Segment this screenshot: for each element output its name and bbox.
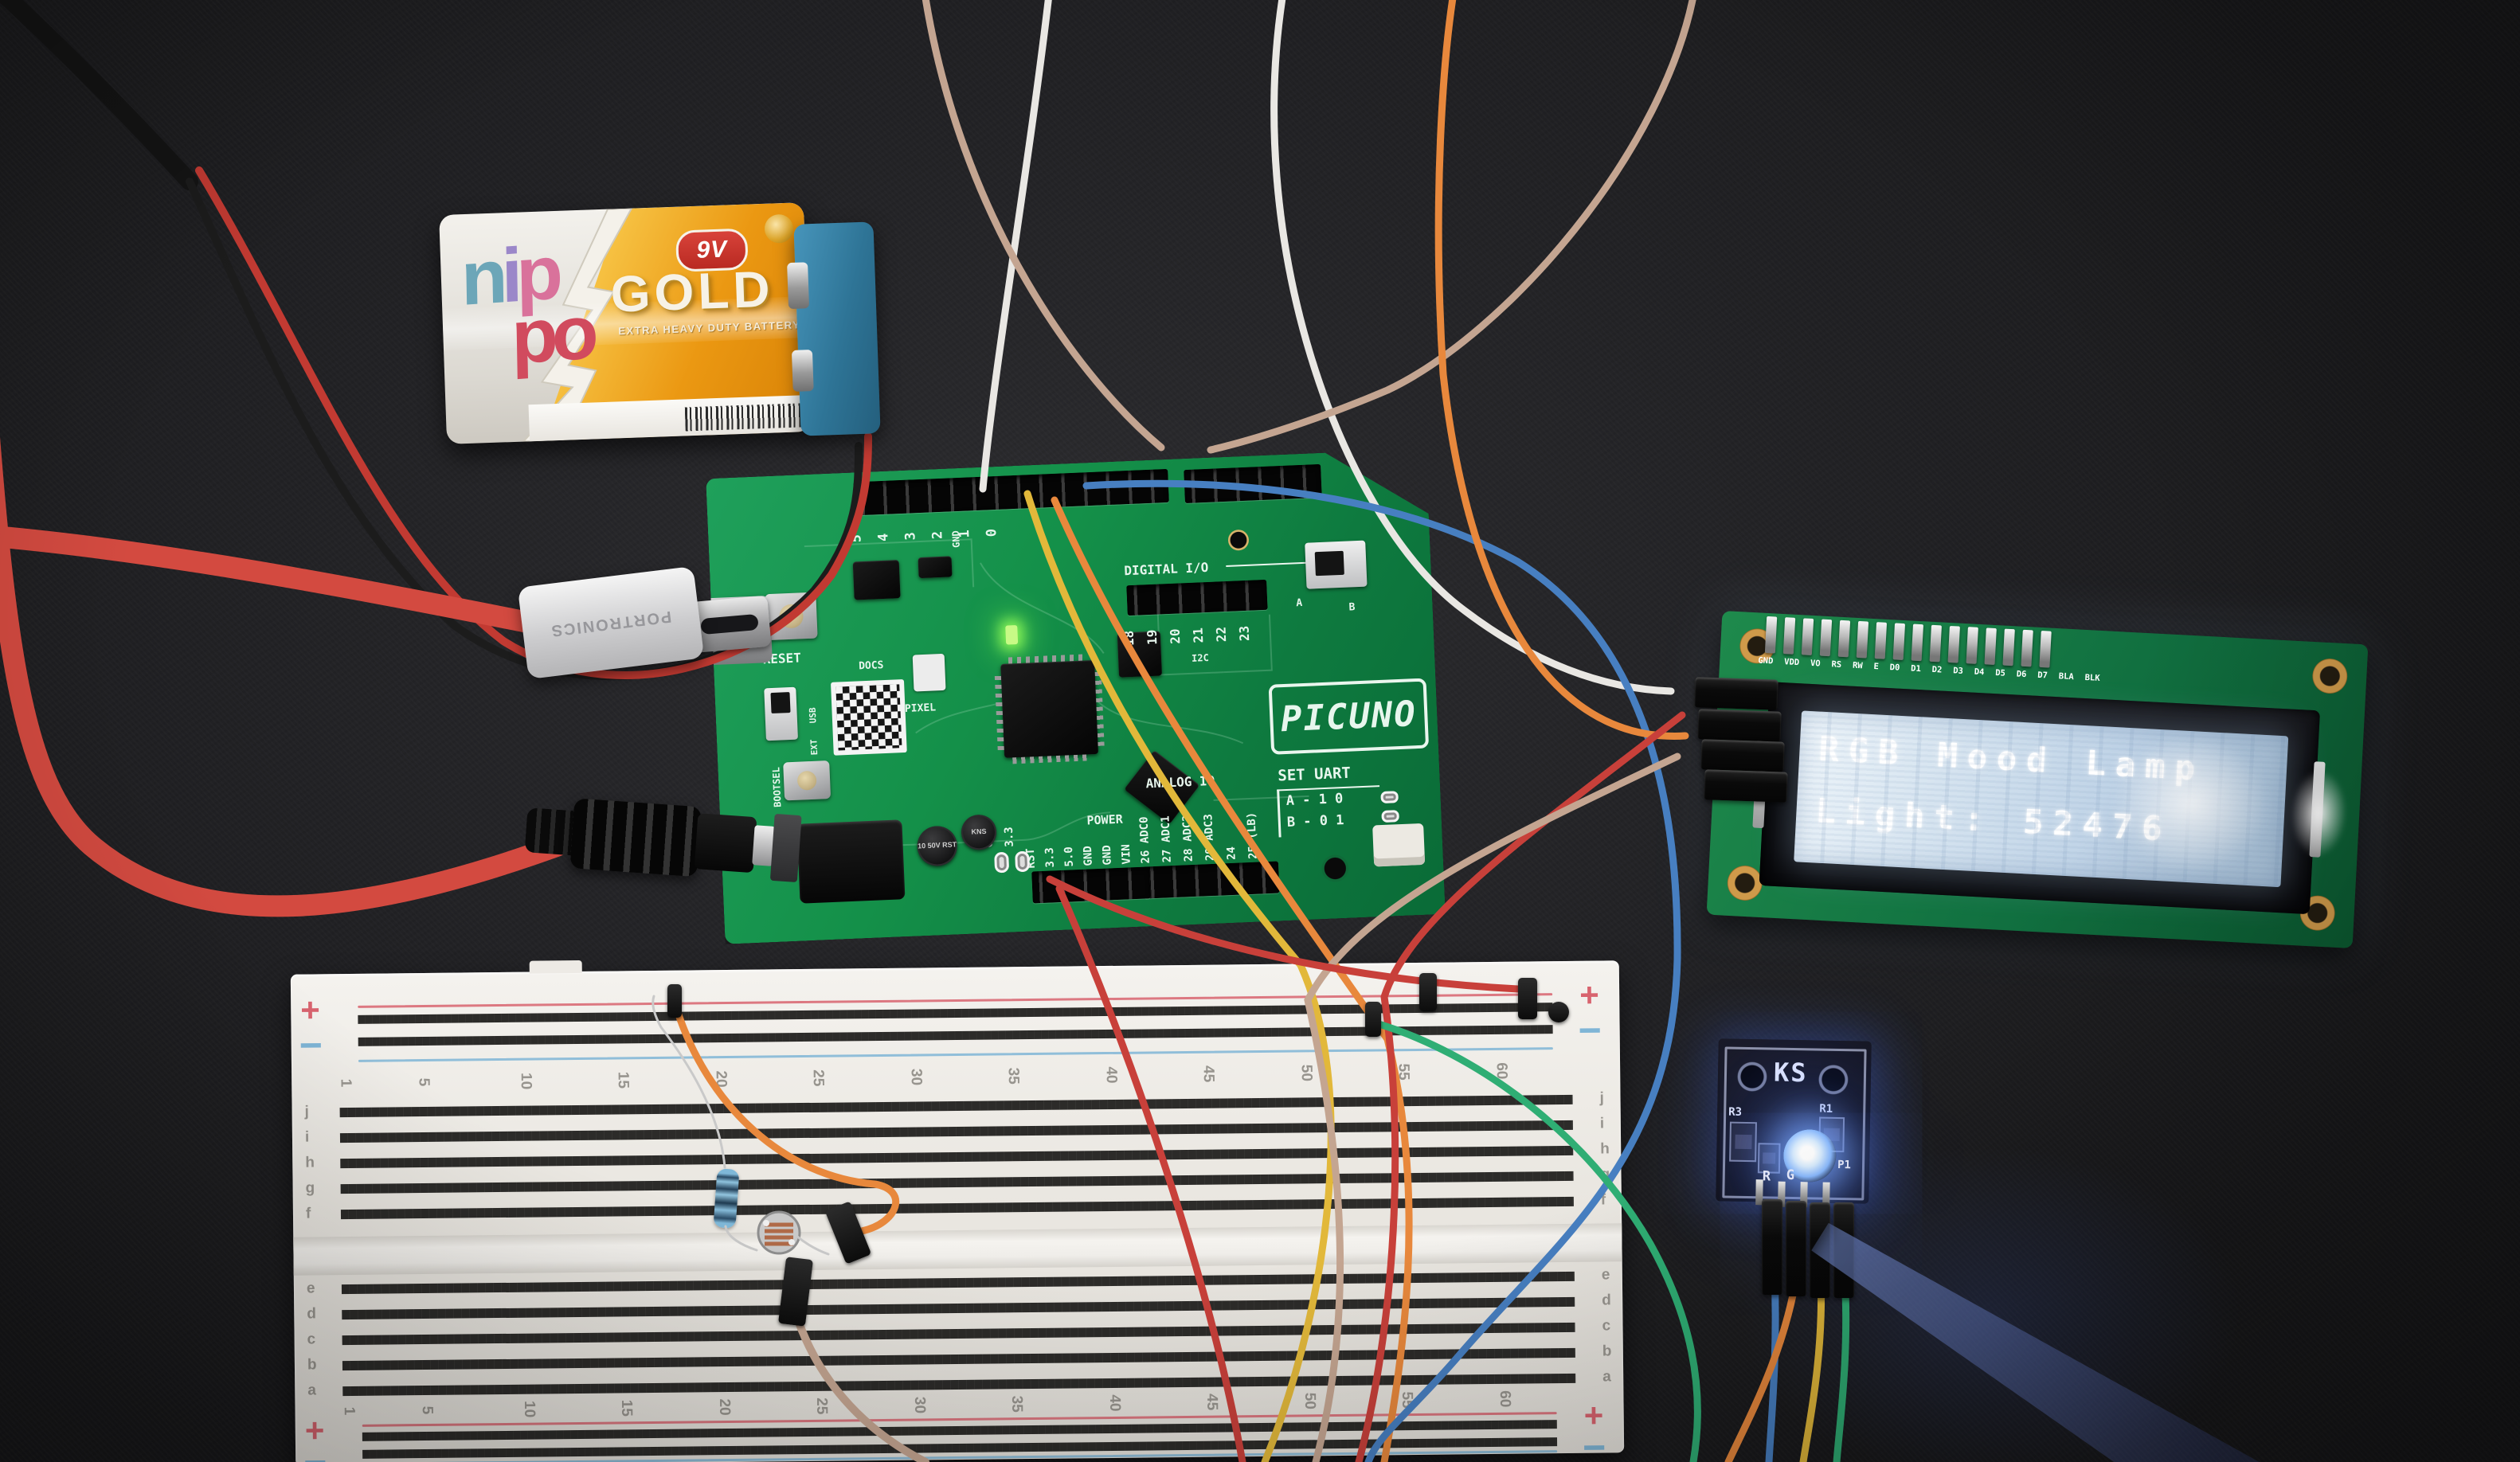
- resistor-lead-top: [652, 995, 726, 1169]
- pcb-traces: [706, 448, 1446, 944]
- jumper-orange-long: [1051, 496, 1413, 1462]
- jumper-tan-ldr: [794, 1316, 929, 1462]
- ks-wire-yellow: [1799, 1272, 1825, 1462]
- battery-snap-connector: [787, 221, 881, 436]
- rail-wire-connector-orange: [667, 984, 682, 1018]
- rail-wire-connector: [1548, 1002, 1569, 1022]
- lcd-dupont-connector: [1694, 677, 1778, 710]
- jumper-orange-lcd: [1434, 0, 1689, 740]
- usb-plug-brand: PORTRONICS: [549, 607, 673, 639]
- ks-wire-blue: [1765, 1270, 1779, 1462]
- jumper-blue: [1082, 479, 1681, 1462]
- lcd-dupont-connector: [1697, 709, 1782, 742]
- lcd-dupont-connector: [1704, 769, 1788, 803]
- resistor-lead-bottom: [724, 1225, 758, 1252]
- lcd-dupont-connector: [1700, 739, 1785, 772]
- jumper-white-lcd: [1270, 0, 1675, 695]
- jumper-green-long: [1372, 1019, 1701, 1462]
- jumper-tan-header2: [1207, 0, 1696, 454]
- ks-dupont-connector: [1786, 1201, 1806, 1296]
- rail-wire-connector-green: [1365, 1002, 1381, 1037]
- jumper-white-header: [979, 0, 1052, 493]
- battery-snap-cable: [0, 0, 198, 190]
- jumper-red-power-down: [1055, 885, 1246, 1462]
- ldr-photoresistor: [757, 1210, 801, 1255]
- ks-dupont-connector: [1762, 1199, 1782, 1295]
- rail-wire-connector: [1419, 973, 1437, 1011]
- jumper-yellow: [1023, 490, 1335, 1462]
- jumper-tan-lcd: [1304, 752, 1681, 1462]
- ks-wire-green: [1833, 1272, 1850, 1462]
- usb-cable-red: [0, 526, 553, 636]
- jumper-red-power-rail: [1046, 875, 1522, 993]
- ldr-lead: [795, 1234, 830, 1256]
- dc-cable-red: [0, 436, 569, 917]
- jumper-tan-header: [922, 0, 1165, 452]
- jumper-red-lcd: [1355, 711, 1686, 1462]
- rail-wire-connector: [1518, 978, 1537, 1019]
- ks-wire-orange: [1724, 1270, 1801, 1462]
- jumper-orange-ldr: [671, 1001, 900, 1235]
